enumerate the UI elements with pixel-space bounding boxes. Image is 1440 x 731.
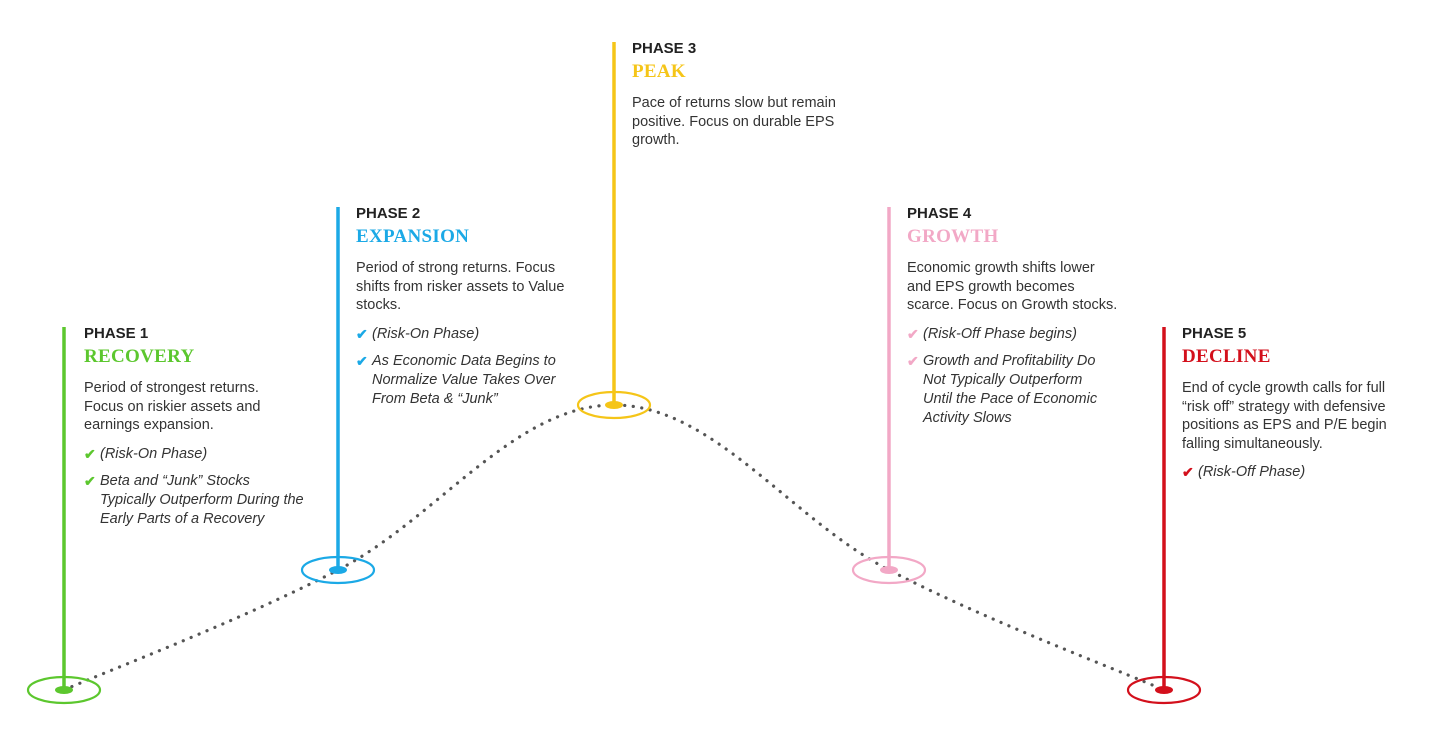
phase-title: DECLINE (1182, 346, 1271, 367)
phase-bullets: ✔(Risk-Off Phase) (1182, 463, 1397, 482)
phase-description: End of cycle growth calls for full “risk… (1182, 380, 1387, 452)
phase-title: PEAK (632, 61, 686, 82)
bullet-item: ✔Growth and Profitability Do Not Typical… (907, 352, 1112, 428)
bullet-item: ✔ (Risk-Off Phase begins) (907, 325, 1112, 344)
phase-description: Economic growth shifts lower and EPS gro… (907, 260, 1118, 313)
bullet-text: As Economic Data Begins to Normalize Val… (372, 352, 556, 407)
phase-1-block: PHASE 1 RECOVERY Period of strongest ret… (84, 325, 324, 537)
cycle-curve (62, 403, 1166, 692)
phase-bullets: ✔ (Risk-Off Phase begins) ✔Growth and Pr… (907, 325, 1112, 428)
phase-2-block: PHASE 2 EXPANSION Period of strong retur… (356, 205, 576, 417)
phase-2-marker (300, 207, 376, 585)
bullet-text: (Risk-Off Phase) (1198, 464, 1306, 480)
phase-title: RECOVERY (84, 346, 195, 367)
bullet-text: (Risk-Off Phase begins) (923, 325, 1077, 342)
marker-dot (1155, 686, 1173, 694)
dotted-cycle-path (62, 403, 1166, 692)
phase-3-marker (576, 42, 652, 420)
phase-description: Period of strong returns. Focus shifts f… (356, 260, 565, 313)
phase-1-marker (26, 327, 102, 705)
phase-4-marker (851, 207, 927, 585)
check-icon: ✔ (84, 445, 96, 462)
phase-label: PHASE 4 (907, 205, 972, 222)
marker-dot (55, 686, 73, 694)
marker-dot (605, 401, 623, 409)
bullet-item: ✔(Risk-On Phase) (356, 325, 561, 344)
phase-title: GROWTH (907, 226, 999, 247)
phase-label: PHASE 2 (356, 205, 421, 222)
bullet-item: ✔As Economic Data Begins to Normalize Va… (356, 352, 561, 409)
check-icon: ✔ (84, 472, 96, 489)
phase-description: Period of strongest returns. Focus on ri… (84, 380, 261, 433)
phase-5-block: PHASE 5 DECLINE End of cycle growth call… (1182, 325, 1407, 490)
marker-dot (880, 566, 898, 574)
phase-4-block: PHASE 4 GROWTH Economic growth shifts lo… (907, 205, 1132, 436)
check-icon: ✔ (907, 352, 919, 369)
phase-5-marker (1126, 327, 1202, 705)
marker-dot (329, 566, 347, 574)
bullet-text: (Risk-On Phase) (100, 445, 208, 462)
bullet-item: ✔(Risk-On Phase) (84, 445, 309, 464)
phase-label: PHASE 3 (632, 40, 697, 57)
check-icon: ✔ (1182, 464, 1194, 480)
phase-label: PHASE 5 (1182, 325, 1247, 342)
phase-markers (26, 42, 1202, 705)
phase-title: EXPANSION (356, 226, 470, 247)
check-icon: ✔ (356, 325, 368, 342)
check-icon: ✔ (356, 352, 368, 369)
phase-3-block: PHASE 3 PEAK Pace of returns slow but re… (632, 40, 862, 150)
bullet-text: Growth and Profitability Do Not Typicall… (923, 352, 1098, 426)
bullet-item: ✔Beta and “Junk” Stocks Typically Outper… (84, 472, 309, 529)
phase-description: Pace of returns slow but remain positive… (632, 95, 836, 148)
bullet-text: (Risk-On Phase) (372, 325, 480, 342)
phase-label: PHASE 1 (84, 325, 149, 342)
bullet-item: ✔(Risk-Off Phase) (1182, 463, 1397, 482)
check-icon: ✔ (907, 325, 919, 342)
phase-bullets: ✔(Risk-On Phase) ✔Beta and “Junk” Stocks… (84, 445, 309, 529)
phase-bullets: ✔(Risk-On Phase) ✔As Economic Data Begin… (356, 325, 561, 409)
bullet-text: Beta and “Junk” Stocks Typically Outperf… (100, 472, 304, 527)
